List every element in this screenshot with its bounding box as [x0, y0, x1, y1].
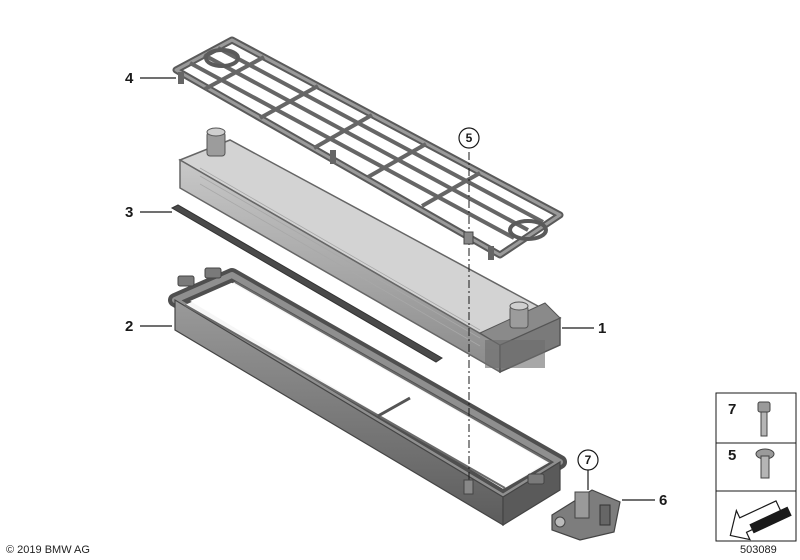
circled-callout-5: 5: [458, 127, 480, 149]
arrow-icon: [729, 500, 792, 541]
fastener-5-lower: [463, 479, 474, 495]
circled-callout-7: 7: [577, 449, 599, 471]
grille-frame: [172, 36, 564, 260]
legend-item-5-label: 5: [728, 447, 736, 464]
fastener-5-marker: [463, 231, 474, 245]
cooler-core: [178, 127, 562, 374]
screw-icon: [755, 448, 775, 479]
diagram-number: 503089: [740, 544, 777, 556]
callout-1: 1: [598, 320, 606, 337]
legend-box: 7 5: [715, 392, 797, 542]
callout-6: 6: [659, 492, 667, 509]
mount-bracket: [551, 489, 621, 541]
callout-3: 3: [125, 204, 133, 221]
callout-2: 2: [125, 318, 133, 335]
legend-item-7-label: 7: [728, 401, 736, 418]
seal-strip: [170, 204, 443, 363]
circled-callout-5-label: 5: [466, 131, 473, 145]
callout-4: 4: [125, 70, 134, 87]
bolt-icon: [757, 401, 771, 437]
circled-callout-7-label: 7: [585, 453, 592, 467]
copyright-text: © 2019 BMW AG: [6, 544, 90, 556]
tray-housing: [168, 267, 567, 527]
